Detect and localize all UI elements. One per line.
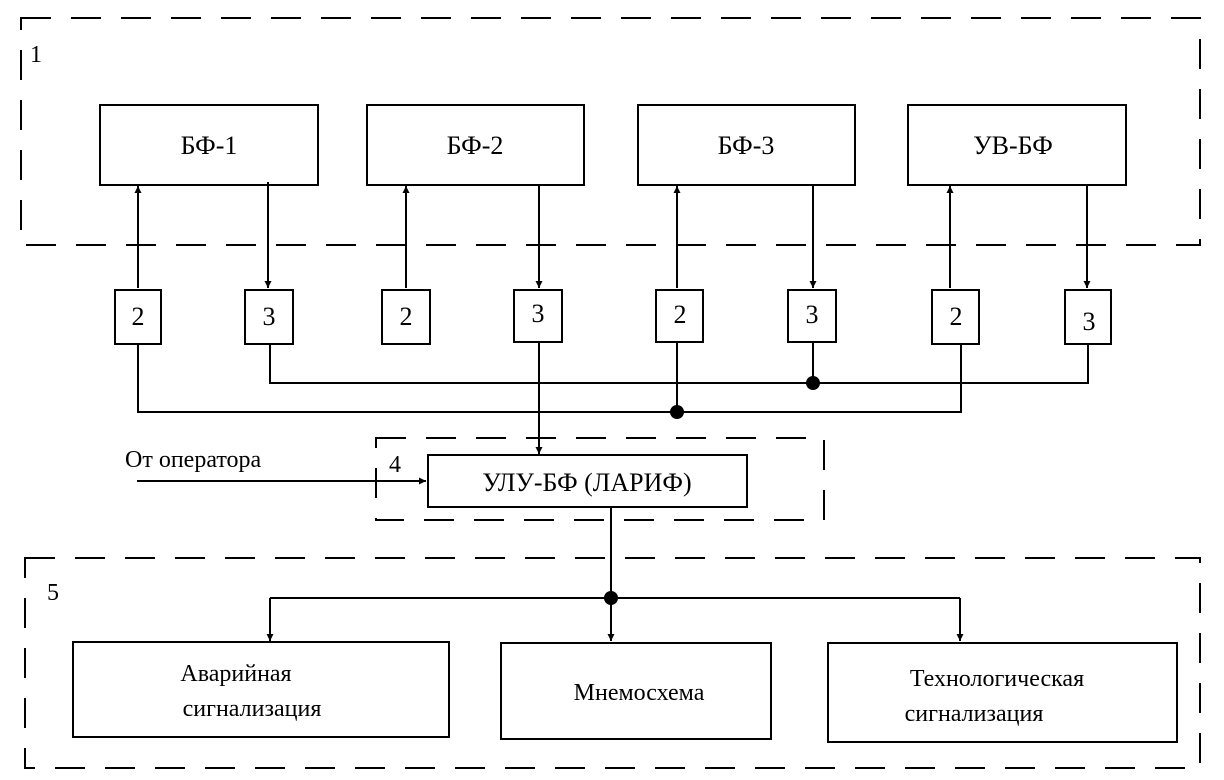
block-bf-3: БФ-3 [637,104,856,186]
block-uv-bf: УВ-БФ [907,104,1127,186]
bus-junction-2 [670,405,684,419]
controller-label: УЛУ-БФ (ЛАРИФ) [482,468,691,497]
bus-line-3 [269,344,1089,384]
sensor-box-2b: 2 [381,289,431,345]
sensor-box-3b: 3 [513,289,563,343]
alarm-signaling-line1: Аварийная [180,661,291,687]
bus-line-2 [137,344,962,413]
controller-block: УЛУ-БФ (ЛАРИФ) [427,454,748,508]
sensor-box-3a: 3 [244,289,294,345]
bus-junction-3 [806,376,820,390]
group-4-number: 4 [389,452,401,478]
sensor-box-3c-label: 3 [806,300,819,329]
sensor-box-3a-label: 3 [263,302,276,331]
tech-signaling-line2: сигнализация [905,701,1044,727]
mimic-diagram-block: Мнемосхема [500,642,772,740]
group-5-frame [24,557,1201,769]
alarm-signaling-line2: сигнализация [183,696,322,722]
tech-signaling-line1: Технологическая [910,666,1084,692]
sensor-box-2c-label: 2 [674,300,687,329]
tech-signaling-block: Технологическая сигнализация [827,642,1178,743]
block-bf-3-label: БФ-3 [718,131,775,160]
sensor-box-3c: 3 [787,289,837,343]
block-uv-bf-label: УВ-БФ [973,131,1053,160]
group-4-frame [375,437,825,521]
sensor-box-2a-label: 2 [132,302,145,331]
group-1-number: 1 [30,42,42,68]
sensor-box-2c: 2 [655,289,704,343]
sensor-box-2a: 2 [114,289,162,345]
block-bf-2: БФ-2 [366,104,585,186]
mimic-diagram-label: Мнемосхема [574,680,705,706]
sensor-box-2d: 2 [931,289,980,345]
sensor-box-3d-label: 3 [1083,307,1096,336]
operator-input-label: От оператора [125,447,262,473]
block-bf-1-label: БФ-1 [181,131,238,160]
sensor-box-2b-label: 2 [400,302,413,331]
sensor-box-3d: 3 [1064,289,1112,345]
block-bf-1: БФ-1 [99,104,319,186]
sensor-box-3b-label: 3 [532,299,545,328]
block-bf-2-label: БФ-2 [447,131,504,160]
alarm-signaling-block: Аварийная сигнализация [72,641,450,738]
sensor-box-2d-label: 2 [950,302,963,331]
group-5-number: 5 [47,580,59,606]
